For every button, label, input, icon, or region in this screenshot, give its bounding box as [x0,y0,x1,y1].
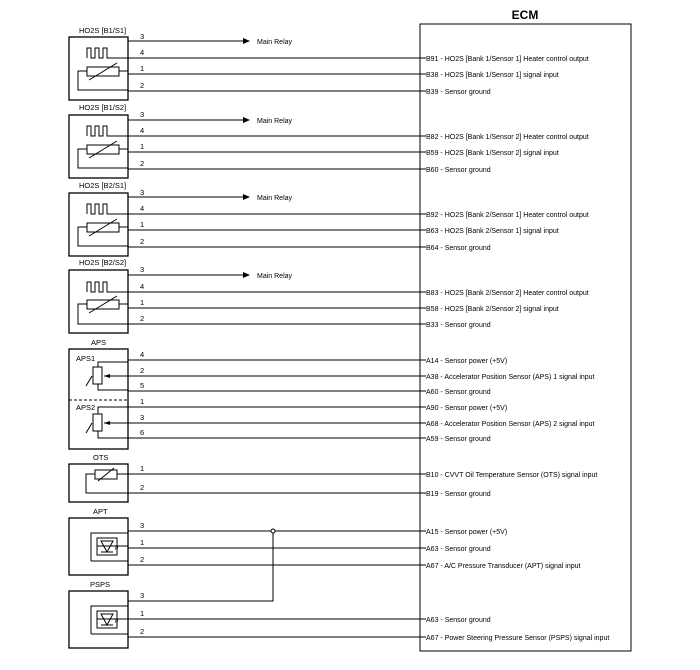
relay-label: Main Relay [257,39,293,46]
sensor-name: OTS [93,453,108,462]
ho2s-b1s1: HO2S [B1/S1] Main Relay 3 4 1 2 B91 - HO… [68,26,589,101]
splice-node [270,528,276,534]
ecm-pin-label: A63 - Sensor ground [426,617,491,624]
sensor-box [68,269,129,334]
pin-number: 2 [140,314,144,323]
pin-number: 2 [140,366,144,375]
pin-number: 1 [140,64,144,73]
ho2s-b2s1: HO2S [B2/S1] Main Relay 3 4 1 2 B92 - HO… [68,181,589,257]
ecm-pin-label: A67 - Power Steering Pressure Sensor (PS… [426,635,609,642]
pin-number: 1 [140,609,144,618]
splice-wire [128,533,274,602]
pin-number: 2 [140,159,144,168]
pin-number: 1 [140,397,144,406]
sensor-name: PSPS [90,580,110,589]
ho2s-b1s2: HO2S [B1/S2] Main Relay 3 4 1 2 B82 - HO… [68,103,589,179]
aps1-label: APS1 [76,354,95,363]
pin-number: 3 [140,521,144,530]
pin-number: 3 [140,591,144,600]
ecm-pin-label: B10 - CVVT Oil Temperature Sensor (OTS) … [426,472,597,479]
pressure-sensor-icon: P [90,605,128,635]
sensor-name: HO2S [B2/S2] [79,258,126,267]
ecm-pin-label: B91 - HO2S [Bank 1/Sensor 1] Heater cont… [426,56,589,63]
ecm-pin-label: A90 - Sensor power (+5V) [426,405,507,412]
ecm-box [419,23,632,652]
pin-number: 4 [140,282,144,291]
pin-number: 2 [140,81,144,90]
aps2-label: APS2 [76,403,95,412]
heater-element-icon [77,203,128,247]
pin-number: 4 [140,204,144,213]
ecm-pin-label: B82 - HO2S [Bank 1/Sensor 2] Heater cont… [426,134,589,141]
ecm-pin-label: B33 - Sensor ground [426,322,491,329]
relay-label: Main Relay [257,273,293,280]
ecm-pin-label: A68 - Accelerator Position Sensor (APS) … [426,421,595,428]
apt-sensor: APT P 3 1 2 A15 - Sensor power (+5V) A63… [68,507,581,576]
heater-element-icon [77,47,128,91]
ecm-pin-label: A59 - Sensor ground [426,436,491,443]
pin-number: 2 [140,555,144,564]
arrow-icon [243,38,250,44]
psps-sensor: PSPS P 3 1 2 A63 - Sensor ground A67 - P… [68,580,609,649]
sensor-name: HO2S [B1/S1] [79,26,126,35]
pin-number: 2 [140,627,144,636]
pin-number: 1 [140,464,144,473]
arrow-icon [243,117,250,123]
pressure-sensor-icon: P [90,532,128,562]
ecm-pin-label: A63 - Sensor ground [426,546,491,553]
ecm-title: ECM [512,8,539,22]
sensor-symbol-letter: P [115,546,119,552]
ecm-pin-label: A67 - A/C Pressure Transducer (APT) sign… [426,563,581,570]
ecm-pin-label: B39 - Sensor ground [426,89,491,96]
pin-number: 6 [140,428,144,437]
pin-number: 3 [140,265,144,274]
relay-label: Main Relay [257,195,293,202]
pin-number: 3 [140,32,144,41]
pin-number: 2 [140,237,144,246]
ecm-pin-label: B63 - HO2S [Bank 2/Sensor 1] signal inpu… [426,228,559,235]
pin-number: 3 [140,110,144,119]
ecm-pin-label: B60 - Sensor ground [426,167,491,174]
pin-number: 3 [140,413,144,422]
pin-number: 4 [140,126,144,135]
pin-number: 4 [140,350,144,359]
ho2s-b2s2: HO2S [B2/S2] Main Relay 3 4 1 2 B83 - HO… [68,258,589,334]
pin-number: 4 [140,48,144,57]
pin-number: 2 [140,483,144,492]
ecm-pin-label: B92 - HO2S [Bank 2/Sensor 1] Heater cont… [426,212,589,219]
ecm-pin-label: B59 - HO2S [Bank 1/Sensor 2] signal inpu… [426,150,559,157]
thermistor-icon [85,467,128,494]
ecm-pin-label: A38 - Accelerator Position Sensor (APS) … [426,374,595,381]
ecm-pin-label: A14 - Sensor power (+5V) [426,358,507,365]
ecm-pin-label: A15 - Sensor power (+5V) [426,529,507,536]
pin-number: 1 [140,298,144,307]
aps-sensor: APS APS1 APS2 4 2 5 1 [68,338,595,450]
sensor-name: APS [91,338,106,347]
sensor-name: APT [93,507,108,516]
ecm-pin-label: B83 - HO2S [Bank 2/Sensor 2] Heater cont… [426,290,589,297]
relay-label: Main Relay [257,118,293,125]
pin-number: 1 [140,142,144,151]
ecm-pin-label: B64 - Sensor ground [426,245,491,252]
ots-sensor: OTS 1 2 B10 - CVVT Oil Temperature Senso… [68,453,597,503]
pin-number: 3 [140,188,144,197]
ecm-pin-label: B58 - HO2S [Bank 2/Sensor 2] signal inpu… [426,306,559,313]
pin-number: 1 [140,538,144,547]
heater-element-icon [77,281,128,325]
sensor-name: HO2S [B2/S1] [79,181,126,190]
potentiometer-icon [85,361,128,391]
ecm-pin-label: B19 - Sensor ground [426,491,491,498]
arrow-icon [243,272,250,278]
sensor-symbol-letter: P [115,619,119,625]
pin-number: 5 [140,381,144,390]
arrow-icon [243,194,250,200]
potentiometer-icon [85,406,128,439]
ecm-pin-label: B38 - HO2S [Bank 1/Sensor 1] signal inpu… [426,72,559,79]
ecm-pin-label: A60 - Sensor ground [426,389,491,396]
sensor-name: HO2S [B1/S2] [79,103,126,112]
pin-number: 1 [140,220,144,229]
heater-element-icon [77,125,128,169]
